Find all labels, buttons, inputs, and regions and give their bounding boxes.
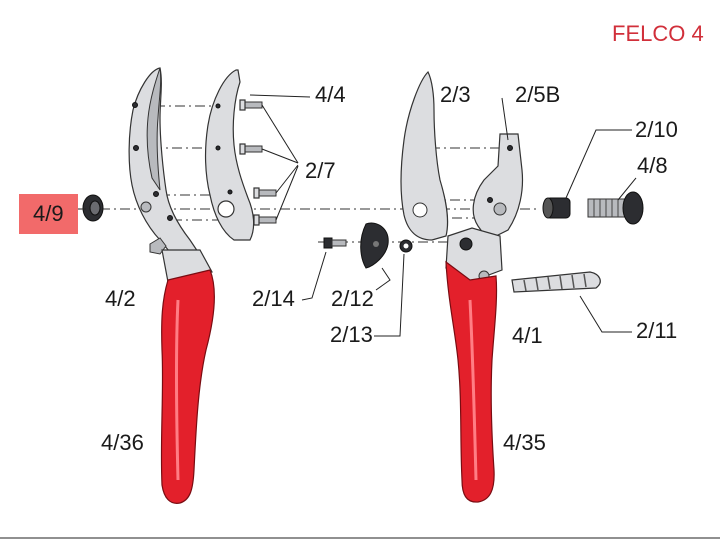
highlight-box[interactable]	[19, 194, 78, 234]
anvil-blade-left	[128, 67, 204, 263]
leader-lines	[78, 94, 637, 337]
label-2-13[interactable]: 2/13	[330, 322, 373, 347]
label-4-8[interactable]: 4/8	[637, 153, 668, 178]
label-2-5b[interactable]: 2/5B	[515, 82, 560, 107]
label-4-35[interactable]: 4/35	[503, 430, 546, 455]
label-4-2[interactable]: 4/2	[105, 286, 136, 311]
part-2-5b	[472, 133, 524, 241]
label-2-7[interactable]: 2/7	[305, 158, 336, 183]
label-4-36[interactable]: 4/36	[101, 430, 144, 455]
label-4-4[interactable]: 4/4	[315, 82, 346, 107]
label-4-1[interactable]: 4/1	[512, 323, 543, 348]
label-2-12[interactable]: 2/12	[331, 286, 374, 311]
bushing-2-10	[542, 197, 571, 219]
handle-left	[160, 249, 215, 504]
label-2-3[interactable]: 2/3	[440, 82, 471, 107]
label-2-14[interactable]: 2/14	[252, 286, 295, 311]
label-2-11[interactable]: 2/11	[636, 318, 677, 343]
label-2-10[interactable]: 2/10	[635, 117, 678, 142]
nut-4-9	[82, 194, 104, 222]
brand-title: FELCO 4	[612, 21, 704, 46]
plate-4-4	[204, 69, 255, 241]
bolt-4-8	[587, 191, 644, 225]
spring-2-11	[511, 271, 601, 293]
latch-2-12	[360, 222, 389, 269]
cutting-blade-2-3	[400, 70, 449, 241]
washer-2-13	[399, 239, 413, 253]
handle-right	[445, 227, 503, 503]
screw-2-14	[323, 237, 347, 249]
label-4-9[interactable]: 4/9	[33, 201, 64, 226]
